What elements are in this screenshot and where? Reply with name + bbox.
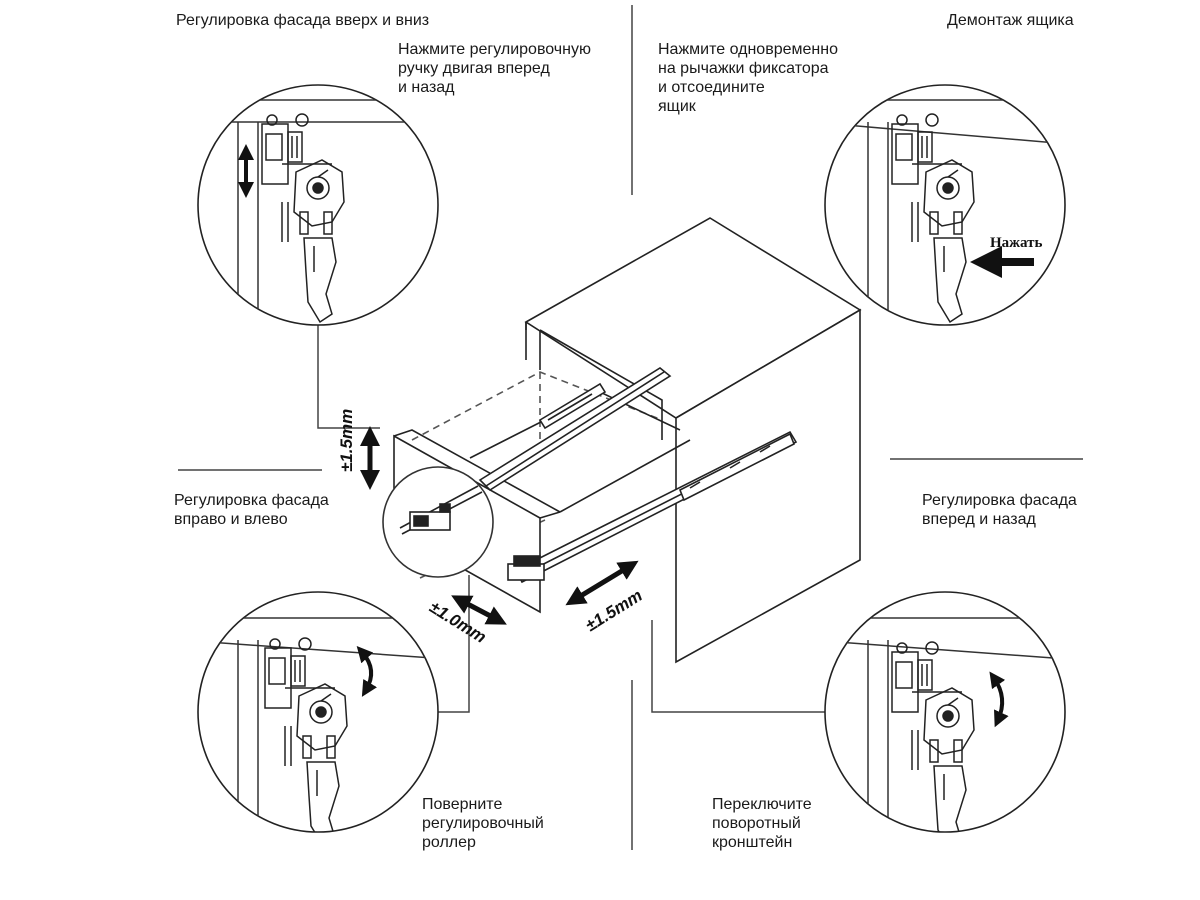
detail-circle-depth-adjust — [824, 591, 1066, 833]
title-depth-adjust: Регулировка фасада вперед и назад — [922, 492, 1077, 528]
detail-circle-vertical-adjust — [197, 84, 439, 326]
slide-upper — [478, 367, 672, 492]
title-lateral-adjust: Регулировка фасада вправо и влево — [174, 492, 329, 528]
instruction-lateral-adjust: Поверните регулировочный роллер — [422, 796, 544, 851]
detail-circle-lateral-adjust — [197, 591, 439, 833]
push-label: Нажать — [990, 235, 1043, 251]
title-removal: Демонтаж ящика — [947, 12, 1074, 29]
dimension-depth: ±1.5mm — [582, 586, 646, 636]
rotate-arrow-icon-2 — [989, 671, 1009, 728]
instruction-depth-adjust: Переключите поворотный кронштейн — [712, 796, 812, 851]
dimension-lateral: ±1.0mm — [426, 597, 490, 647]
rotate-arrow-icon — [356, 646, 377, 697]
instruction-removal: Нажмите одновременно на рычажки фиксатор… — [658, 41, 838, 115]
instruction-vertical-adjust: Нажмите регулировочную ручку двигая впер… — [398, 41, 591, 96]
dimension-vertical: ±1.5mm — [337, 409, 356, 472]
title-vertical-adjust: Регулировка фасада вверх и вниз — [176, 12, 430, 29]
slide-lower — [507, 430, 798, 584]
cabinet-illustration — [382, 217, 862, 664]
detail-circle-removal — [824, 84, 1066, 326]
cabinet-side — [675, 308, 861, 664]
dimension-arrows — [360, 426, 639, 625]
